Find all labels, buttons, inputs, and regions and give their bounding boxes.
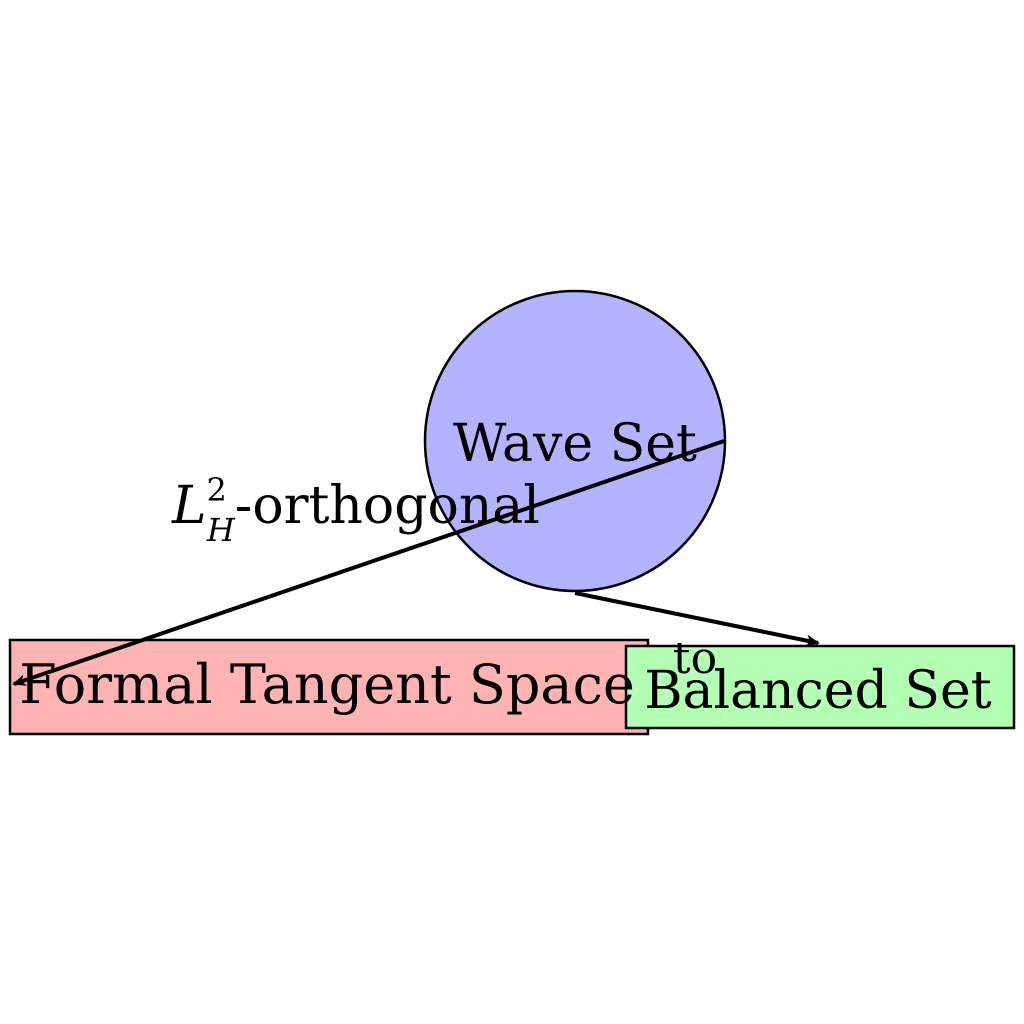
edge-label-to: to xyxy=(673,633,717,684)
edge-label-orthogonal-suffix: -orthogonal xyxy=(235,476,540,536)
wave-set-label: Wave Set xyxy=(453,414,697,474)
balanced-set-node xyxy=(624,644,1016,730)
edge-wave-to-tangent xyxy=(12,439,725,686)
balanced-set-box xyxy=(624,644,1016,730)
edge-label-orthogonal-sub: H xyxy=(206,511,236,549)
edge-label-orthogonal-sup: 2 xyxy=(207,471,227,509)
balanced-set-label: Balanced Set xyxy=(644,661,991,721)
edge-label-orthogonal-base: L xyxy=(171,476,207,536)
formal-tangent-space-node xyxy=(8,638,650,736)
edge-wave-to-balanced xyxy=(574,591,820,647)
formal-tangent-space-label: Formal Tangent Space xyxy=(19,653,635,716)
formal-tangent-space-box xyxy=(8,638,650,736)
